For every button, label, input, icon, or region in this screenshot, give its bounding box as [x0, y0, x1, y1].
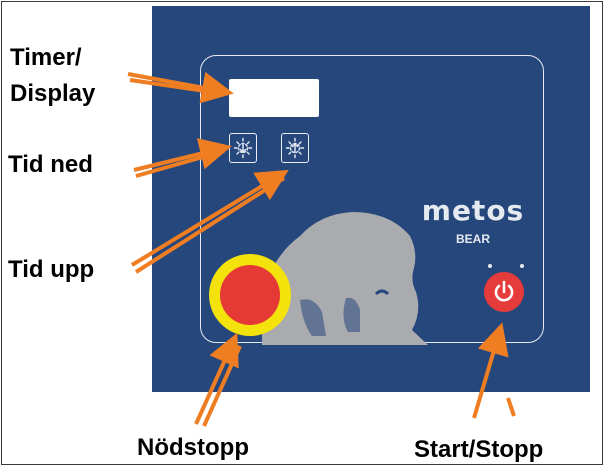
timer-display: [229, 79, 319, 117]
start-stop-button[interactable]: [484, 272, 524, 312]
power-icon: [494, 280, 514, 302]
timer-up-button[interactable]: [281, 133, 309, 163]
label-tid-upp: Tid upp: [8, 256, 95, 283]
label-start-stopp: Start/Stopp: [414, 436, 544, 463]
indicator-dot-right: [520, 264, 524, 268]
indicator-dot-left: [488, 264, 492, 268]
brand-sublogo: BEAR: [455, 232, 490, 246]
brand-logo: metos: [421, 194, 525, 227]
timer-up-icon: [285, 137, 305, 159]
label-nodstopp: Nödstopp: [137, 434, 249, 461]
label-tid-ned: Tid ned: [8, 151, 93, 178]
emergency-stop-button[interactable]: [220, 265, 280, 325]
timer-down-button[interactable]: [229, 133, 257, 163]
label-timer: Timer/: [10, 44, 82, 71]
label-display: Display: [10, 80, 96, 107]
timer-down-icon: [233, 137, 253, 159]
